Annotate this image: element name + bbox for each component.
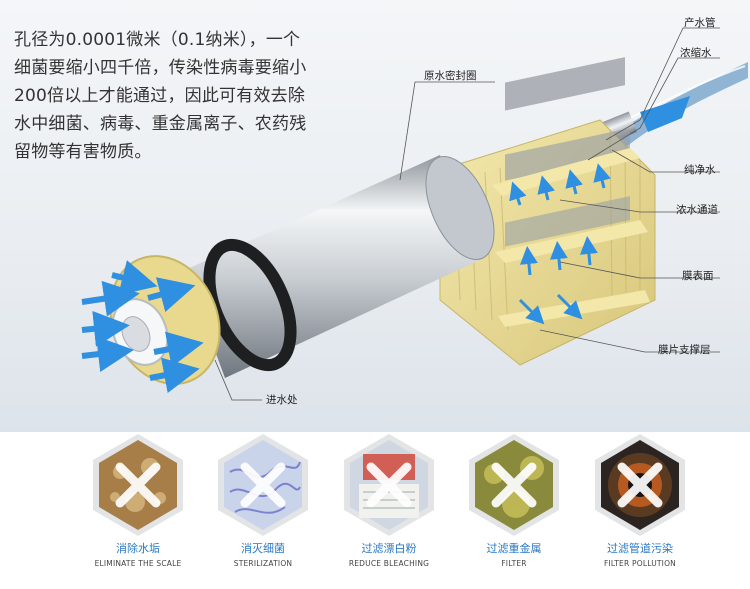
- label-concentrate-channel: 浓水通道: [676, 204, 718, 216]
- bleach-icon: [344, 434, 434, 536]
- feature-title: 过滤重金属: [486, 542, 542, 555]
- feature-subtitle: FILTER POLLUTION: [604, 559, 676, 568]
- feature-title: 消除水垢: [116, 542, 160, 555]
- scale-icon: [93, 434, 183, 536]
- diagram-panel: 孔径为0.0001微米（0.1纳米），一个细菌要缩小四千倍，传染性病毒要缩小20…: [0, 0, 750, 432]
- feature-item: 过滤重金属 FILTER: [452, 432, 576, 568]
- feature-list: 消除水垢 ELIMINATE THE SCALE 消灭细菌 STERILIZAT…: [0, 432, 750, 589]
- feature-subtitle: REDUCE BLEACHING: [348, 559, 430, 568]
- leader-lines: [214, 27, 720, 401]
- label-concentrate: 浓缩水: [680, 47, 712, 59]
- label-inlet: 进水处: [266, 394, 298, 406]
- membrane-cylinder: [185, 155, 495, 378]
- bacteria-icon: [218, 434, 308, 536]
- intro-text: 孔径为0.0001微米（0.1纳米），一个细菌要缩小四千倍，传染性病毒要缩小20…: [14, 30, 307, 162]
- feature-item: 过滤管道污染 FILTER POLLUTION: [578, 432, 702, 568]
- label-support-layer: 膜片支撑层: [658, 344, 711, 356]
- feature-item: 过滤漂白粉 REDUCE BLEACHING: [327, 432, 451, 568]
- feature-item: 消除水垢 ELIMINATE THE SCALE: [76, 432, 200, 568]
- pipe-icon: [595, 434, 685, 536]
- feature-item: 消灭细菌 STERILIZATION: [201, 432, 325, 568]
- inlet-arrows: [81, 260, 204, 394]
- feature-title: 消灭细菌: [241, 542, 285, 555]
- feature-title: 过滤漂白粉: [361, 542, 417, 555]
- label-product-tube: 产水管: [684, 17, 716, 29]
- label-membrane-surface: 膜表面: [682, 270, 714, 282]
- feature-subtitle: ELIMINATE THE SCALE: [94, 559, 182, 568]
- label-seal: 原水密封圈: [424, 70, 477, 82]
- feature-subtitle: STERILIZATION: [233, 559, 293, 568]
- label-pure-water: 纯净水: [684, 164, 716, 176]
- inner-flow-arrows: [509, 163, 611, 325]
- heavy-metal-icon: [469, 434, 559, 536]
- feature-title: 过滤管道污染: [607, 542, 673, 555]
- ro-membrane-diagram: [81, 27, 748, 401]
- feature-subtitle: FILTER: [501, 559, 527, 568]
- outflow-arrow: [640, 96, 690, 132]
